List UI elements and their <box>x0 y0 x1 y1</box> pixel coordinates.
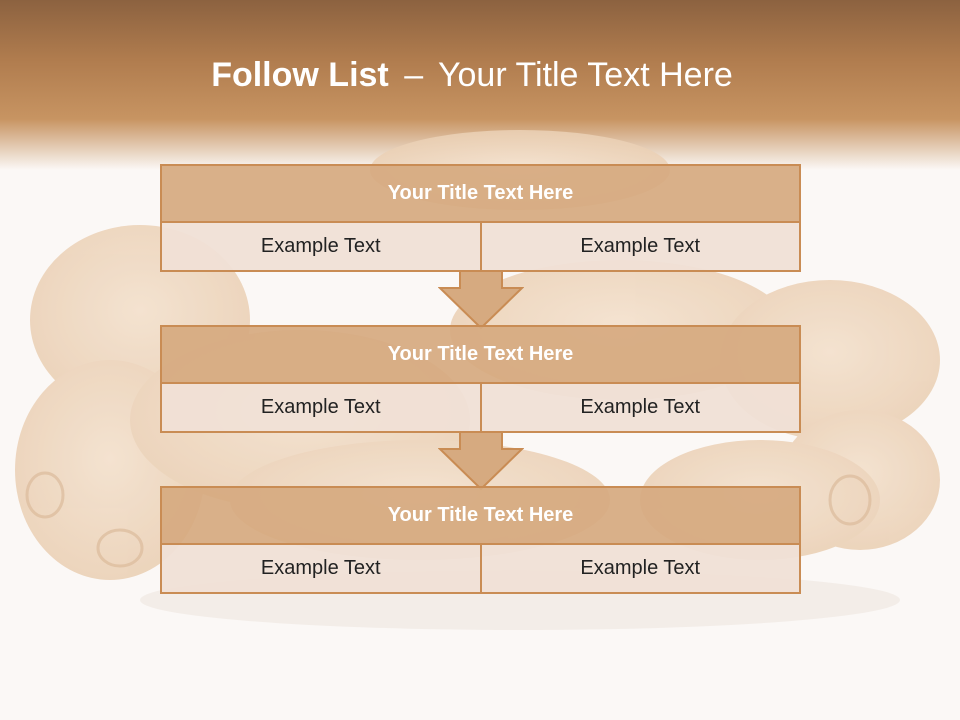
block-cell-left: Example Text <box>162 223 480 270</box>
title-rest: Your Title Text Here <box>437 56 733 94</box>
block-cell-left: Example Text <box>162 384 480 431</box>
block-row: Example Text Example Text <box>162 545 799 592</box>
block-title: Your Title Text Here <box>162 166 799 223</box>
down-arrow-icon <box>438 270 524 330</box>
list-block-1: Your Title Text Here Example Text Exampl… <box>160 164 801 272</box>
list-block-2: Your Title Text Here Example Text Exampl… <box>160 325 801 433</box>
block-cell-right: Example Text <box>479 223 799 270</box>
block-title: Your Title Text Here <box>162 488 799 545</box>
title-separator: – <box>404 56 424 94</box>
title-bold-part: Follow List <box>211 56 389 94</box>
block-cell-right: Example Text <box>479 384 799 431</box>
block-cell-left: Example Text <box>162 545 480 592</box>
block-title: Your Title Text Here <box>162 327 799 384</box>
block-row: Example Text Example Text <box>162 384 799 431</box>
list-block-3: Your Title Text Here Example Text Exampl… <box>160 486 801 594</box>
block-row: Example Text Example Text <box>162 223 799 270</box>
down-arrow-icon <box>438 431 524 491</box>
block-cell-right: Example Text <box>479 545 799 592</box>
slide-title: Follow List – Your Title Text Here <box>0 56 944 95</box>
